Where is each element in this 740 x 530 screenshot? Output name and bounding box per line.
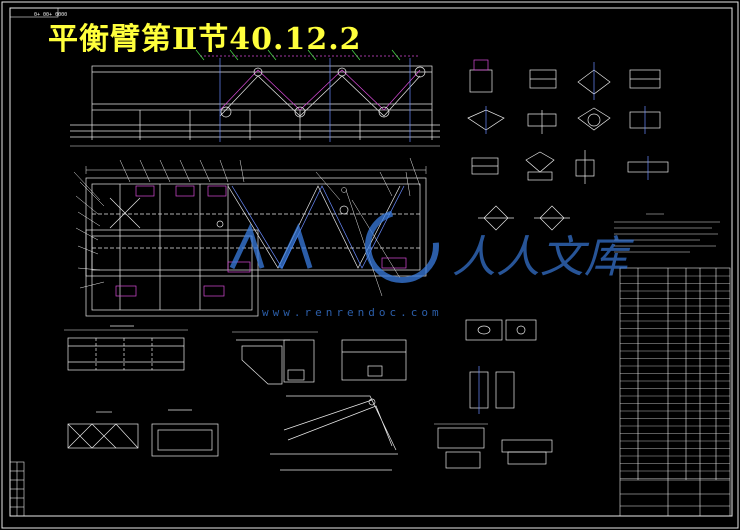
- lower-detail-views: [67, 319, 553, 471]
- truss-plan-view: [85, 177, 427, 317]
- dimension-lines: [64, 145, 488, 425]
- watermark-url: www.renrendoc.com: [262, 306, 443, 319]
- technical-notes: [614, 213, 720, 253]
- revision-table: [9, 461, 25, 517]
- truss-elevation-view: [70, 49, 440, 142]
- watermark: 人人文库 www.renrendoc.com: [229, 209, 635, 319]
- drawing-title: 平衡臂第Ⅱ节40.12.2: [48, 22, 362, 57]
- drawing-number: 0+ 00+ 0000: [34, 12, 68, 18]
- section-details-grid: [467, 59, 669, 231]
- parts-list-table: [619, 267, 731, 517]
- drawing-number-box: [9, 7, 59, 18]
- parts-list-rows: [620, 275, 730, 479]
- part-leaders: [73, 157, 421, 297]
- watermark-logo-text: 人人文库: [452, 232, 635, 283]
- inner-border: [9, 7, 733, 517]
